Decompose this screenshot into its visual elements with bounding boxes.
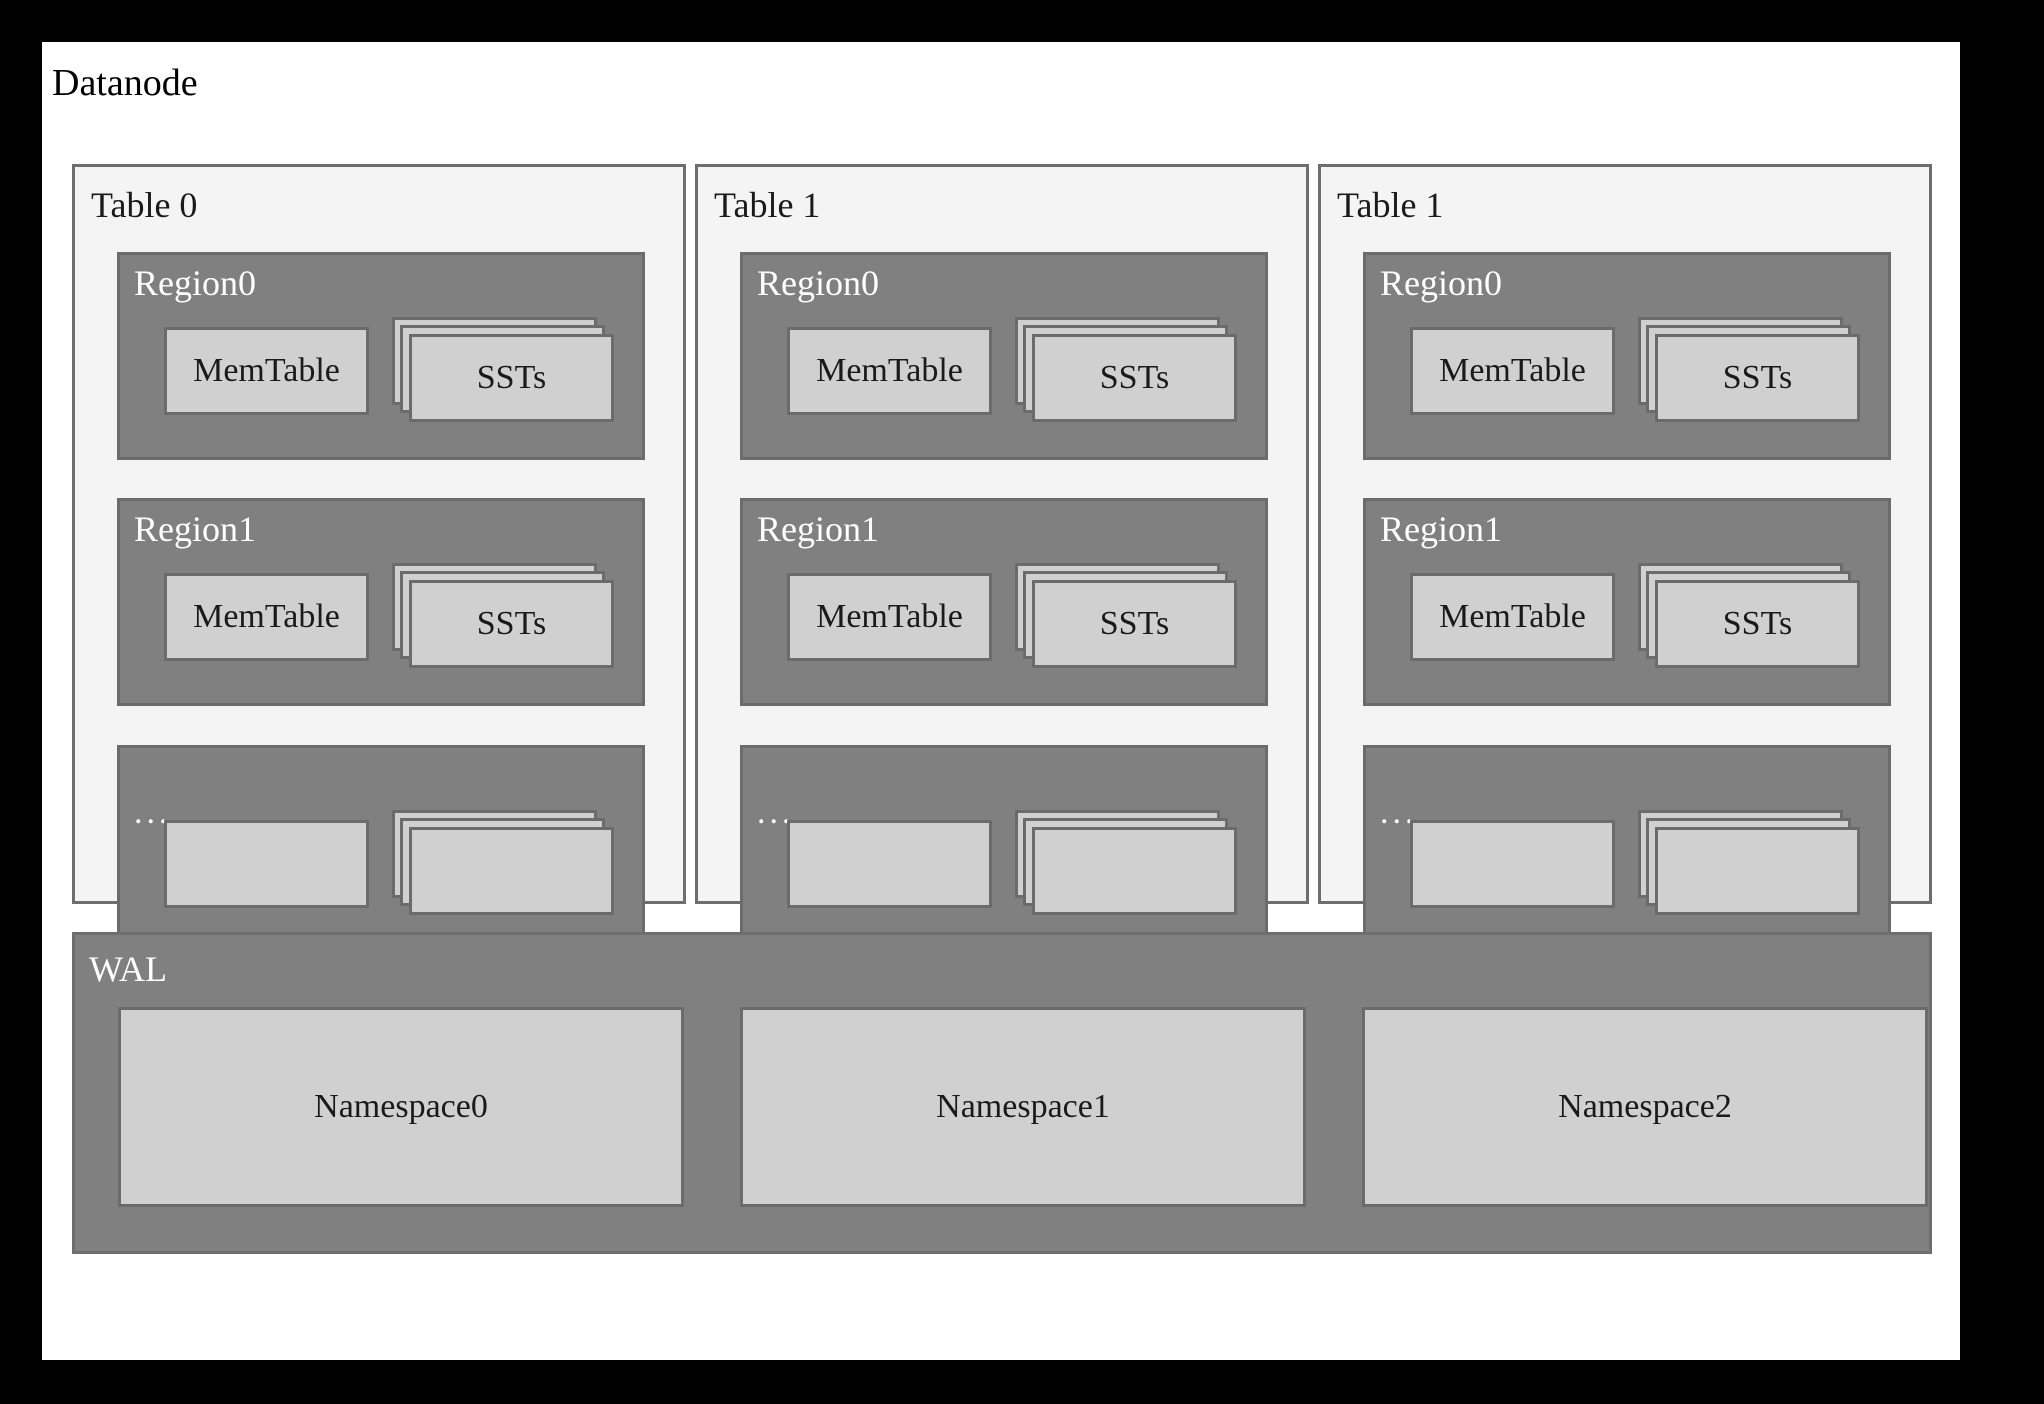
namespace-box[interactable]: Namespace2 <box>1362 1007 1928 1207</box>
memtable-box[interactable]: MemTable <box>164 327 369 415</box>
memtable-box[interactable]: MemTable <box>1410 573 1615 661</box>
sst-stack[interactable]: SSTs <box>1638 317 1860 422</box>
sst-layer-front <box>1032 827 1237 915</box>
sst-stack[interactable]: SSTs <box>392 317 614 422</box>
region-label: Region0 <box>757 263 879 303</box>
sst-layer-front: SSTs <box>1032 334 1237 422</box>
region-label: Region1 <box>134 509 256 549</box>
memtable-label: MemTable <box>816 598 963 635</box>
sst-layer-front: SSTs <box>409 334 614 422</box>
table-panel-0[interactable]: Table 0 Region0 MemTable SSTs Region1 Me <box>72 164 686 953</box>
sst-stack[interactable]: SSTs <box>1638 563 1860 668</box>
namespace-label: Namespace1 <box>936 1088 1110 1125</box>
namespace-label: Namespace0 <box>314 1088 488 1125</box>
table-label: Table 0 <box>91 185 198 225</box>
sst-stack[interactable]: SSTs <box>1015 563 1237 668</box>
sst-label: SSTs <box>1722 359 1793 396</box>
memtable-box[interactable]: MemTable <box>1410 327 1615 415</box>
memtable-label: MemTable <box>193 598 340 635</box>
region-ellipsis-label: ... <box>134 794 172 831</box>
memtable-box[interactable]: MemTable <box>787 573 992 661</box>
region-box-ellipsis[interactable]: ... <box>117 745 645 953</box>
region-box[interactable]: Region0 MemTable SSTs <box>740 252 1268 460</box>
sst-layer-front: SSTs <box>1032 580 1237 668</box>
sst-label: SSTs <box>1099 359 1170 396</box>
memtable-label: MemTable <box>193 352 340 389</box>
memtable-box[interactable]: MemTable <box>164 573 369 661</box>
table-panel-2[interactable]: Table 1 Region0 MemTable SSTs Region1 Me <box>1318 164 1932 953</box>
datanode-title: Datanode <box>52 62 198 104</box>
table-label: Table 1 <box>714 185 821 225</box>
sst-layer-front: SSTs <box>409 580 614 668</box>
memtable-box-empty[interactable] <box>787 820 992 908</box>
wal-container[interactable]: WAL Namespace0 Namespace1 Namespace2 <box>72 932 1932 1254</box>
sst-label: SSTs <box>476 359 547 396</box>
memtable-label: MemTable <box>816 352 963 389</box>
region-box[interactable]: Region0 MemTable SSTs <box>1363 252 1891 460</box>
sst-layer-front <box>409 827 614 915</box>
sst-layer-front <box>1655 827 1860 915</box>
region-box[interactable]: Region1 MemTable SSTs <box>740 498 1268 706</box>
sst-stack[interactable]: SSTs <box>1015 317 1237 422</box>
region-box-ellipsis[interactable]: ... <box>740 745 1268 953</box>
tables-row: Table 0 Region0 MemTable SSTs Region1 Me <box>72 164 1932 953</box>
sst-stack[interactable]: SSTs <box>392 563 614 668</box>
sst-label: SSTs <box>1722 605 1793 642</box>
namespace-label: Namespace2 <box>1558 1088 1732 1125</box>
region-label: Region1 <box>757 509 879 549</box>
sst-label: SSTs <box>476 605 547 642</box>
table-panel-1[interactable]: Table 1 Region0 MemTable SSTs Region1 Me <box>695 164 1309 953</box>
region-label: Region0 <box>134 263 256 303</box>
memtable-label: MemTable <box>1439 352 1586 389</box>
region-box[interactable]: Region1 MemTable SSTs <box>117 498 645 706</box>
memtable-box-empty[interactable] <box>164 820 369 908</box>
region-label: Region1 <box>1380 509 1502 549</box>
table-label: Table 1 <box>1337 185 1444 225</box>
sst-layer-front: SSTs <box>1655 580 1860 668</box>
datanode-container: Datanode Table 0 Region0 MemTable SSTs <box>42 42 1960 1360</box>
memtable-box-empty[interactable] <box>1410 820 1615 908</box>
sst-stack-empty[interactable] <box>1638 810 1860 915</box>
region-box[interactable]: Region1 MemTable SSTs <box>1363 498 1891 706</box>
sst-label: SSTs <box>1099 605 1170 642</box>
namespace-box[interactable]: Namespace0 <box>118 1007 684 1207</box>
memtable-label: MemTable <box>1439 598 1586 635</box>
region-box[interactable]: Region0 MemTable SSTs <box>117 252 645 460</box>
region-box-ellipsis[interactable]: ... <box>1363 745 1891 953</box>
memtable-box[interactable]: MemTable <box>787 327 992 415</box>
sst-stack-empty[interactable] <box>1015 810 1237 915</box>
region-ellipsis-label: ... <box>1380 794 1418 831</box>
namespace-box[interactable]: Namespace1 <box>740 1007 1306 1207</box>
sst-stack-empty[interactable] <box>392 810 614 915</box>
region-label: Region0 <box>1380 263 1502 303</box>
region-ellipsis-label: ... <box>757 794 795 831</box>
wal-label: WAL <box>89 949 167 989</box>
sst-layer-front: SSTs <box>1655 334 1860 422</box>
